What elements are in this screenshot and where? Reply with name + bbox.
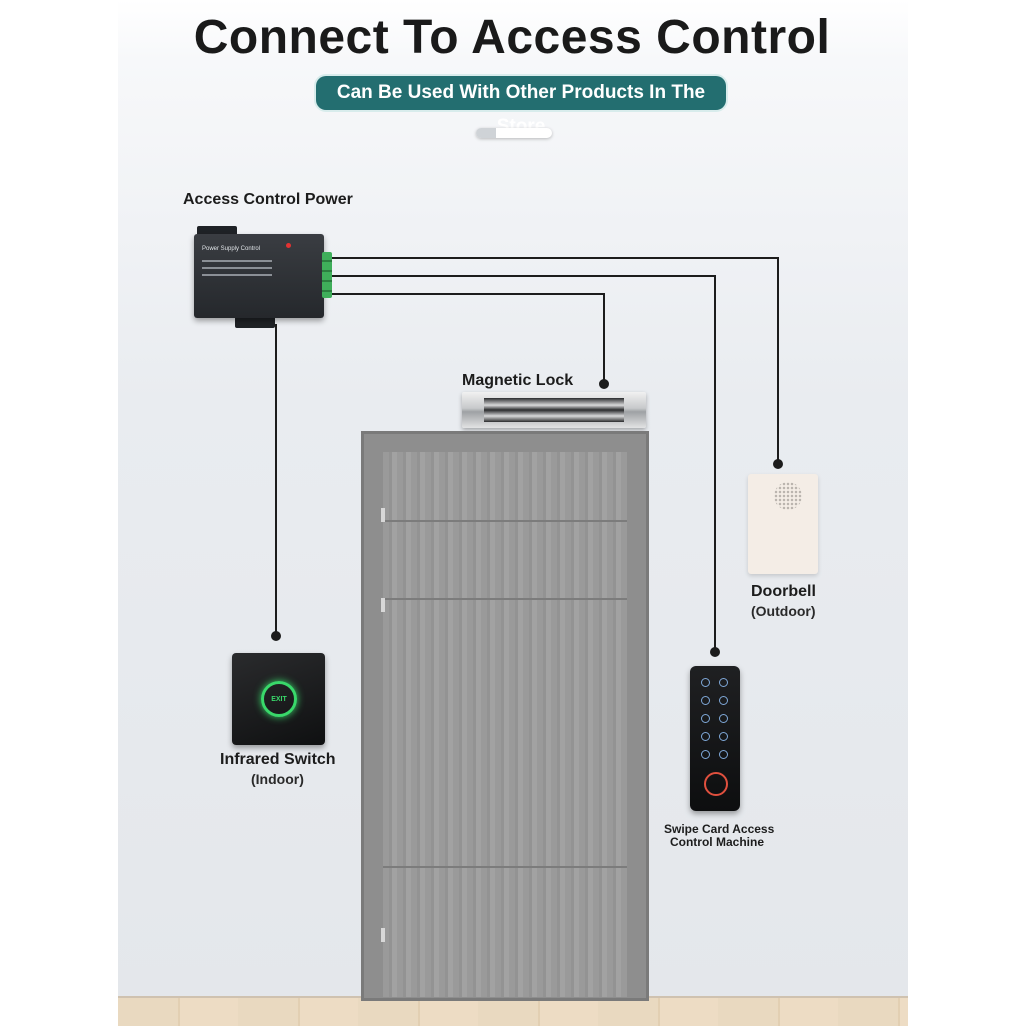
magnetic-lock-label: Magnetic Lock	[462, 372, 574, 389]
keypad-key-icon	[719, 714, 728, 723]
wire-card-machine	[332, 275, 716, 650]
card-reader-icon	[704, 772, 728, 796]
exit-button-icon: EXIT	[261, 681, 297, 717]
infrared-switch-label: Infrared Switch	[220, 751, 336, 768]
psu-led-icon	[286, 243, 291, 248]
slider-indicator	[476, 128, 552, 138]
magnetic-lock-face	[484, 398, 624, 422]
magnetic-lock	[462, 392, 646, 428]
page-title: Connect To Access Control	[193, 11, 831, 64]
wire-end-infrared-switch	[271, 631, 281, 641]
door-hinge	[381, 928, 385, 942]
psu-mount-ear-bottom	[235, 316, 275, 328]
card-machine-label: Swipe Card Access Control Machine	[664, 822, 775, 849]
infrared-switch-device: EXIT	[232, 653, 325, 745]
keypad-key-icon	[719, 696, 728, 705]
door	[383, 452, 627, 997]
keypad-key-icon	[719, 678, 728, 687]
door-hinge	[381, 508, 385, 522]
door-hinge	[381, 598, 385, 612]
keypad-key-icon	[701, 678, 710, 687]
exit-button-text: EXIT	[271, 696, 287, 703]
keypad-key-icon	[719, 732, 728, 741]
keypad-key-icon	[701, 750, 710, 759]
power-supply-box: Power Supply Control	[194, 234, 324, 318]
door-panel-seam	[383, 520, 627, 522]
psu-terminal-block	[322, 252, 332, 298]
subtitle-pill: Can Be Used With Other Products In The S…	[316, 76, 726, 137]
doorbell-label: Doorbell	[751, 583, 816, 600]
psu-label: Access Control Power	[183, 191, 353, 208]
speaker-grille-icon	[774, 482, 802, 510]
card-machine-label-line2: Control Machine	[669, 835, 764, 849]
doorbell-sublabel: (Outdoor)	[751, 603, 816, 619]
card-access-keypad	[690, 666, 740, 811]
wire-end-card-machine	[710, 647, 720, 657]
keypad-key-icon	[701, 714, 710, 723]
keypad-key-icon	[719, 750, 728, 759]
keypad-key-icon	[701, 696, 710, 705]
wire-doorbell	[332, 257, 779, 462]
doorbell-device	[748, 474, 818, 574]
keypad-key-icon	[701, 732, 710, 741]
wire-end-doorbell	[773, 459, 783, 469]
wire-end-magnetic-lock	[599, 379, 609, 389]
psu-spec-lines	[202, 260, 272, 281]
door-panel-seam	[383, 866, 627, 868]
card-machine-label-line1: Swipe Card Access	[664, 822, 775, 836]
door-panel-seam	[383, 598, 627, 600]
psu-panel-title: Power Supply Control	[202, 246, 261, 252]
wire-magnetic-lock	[332, 293, 605, 382]
infrared-switch-sublabel: (Indoor)	[251, 771, 304, 787]
slider-indicator-segment	[476, 128, 496, 138]
